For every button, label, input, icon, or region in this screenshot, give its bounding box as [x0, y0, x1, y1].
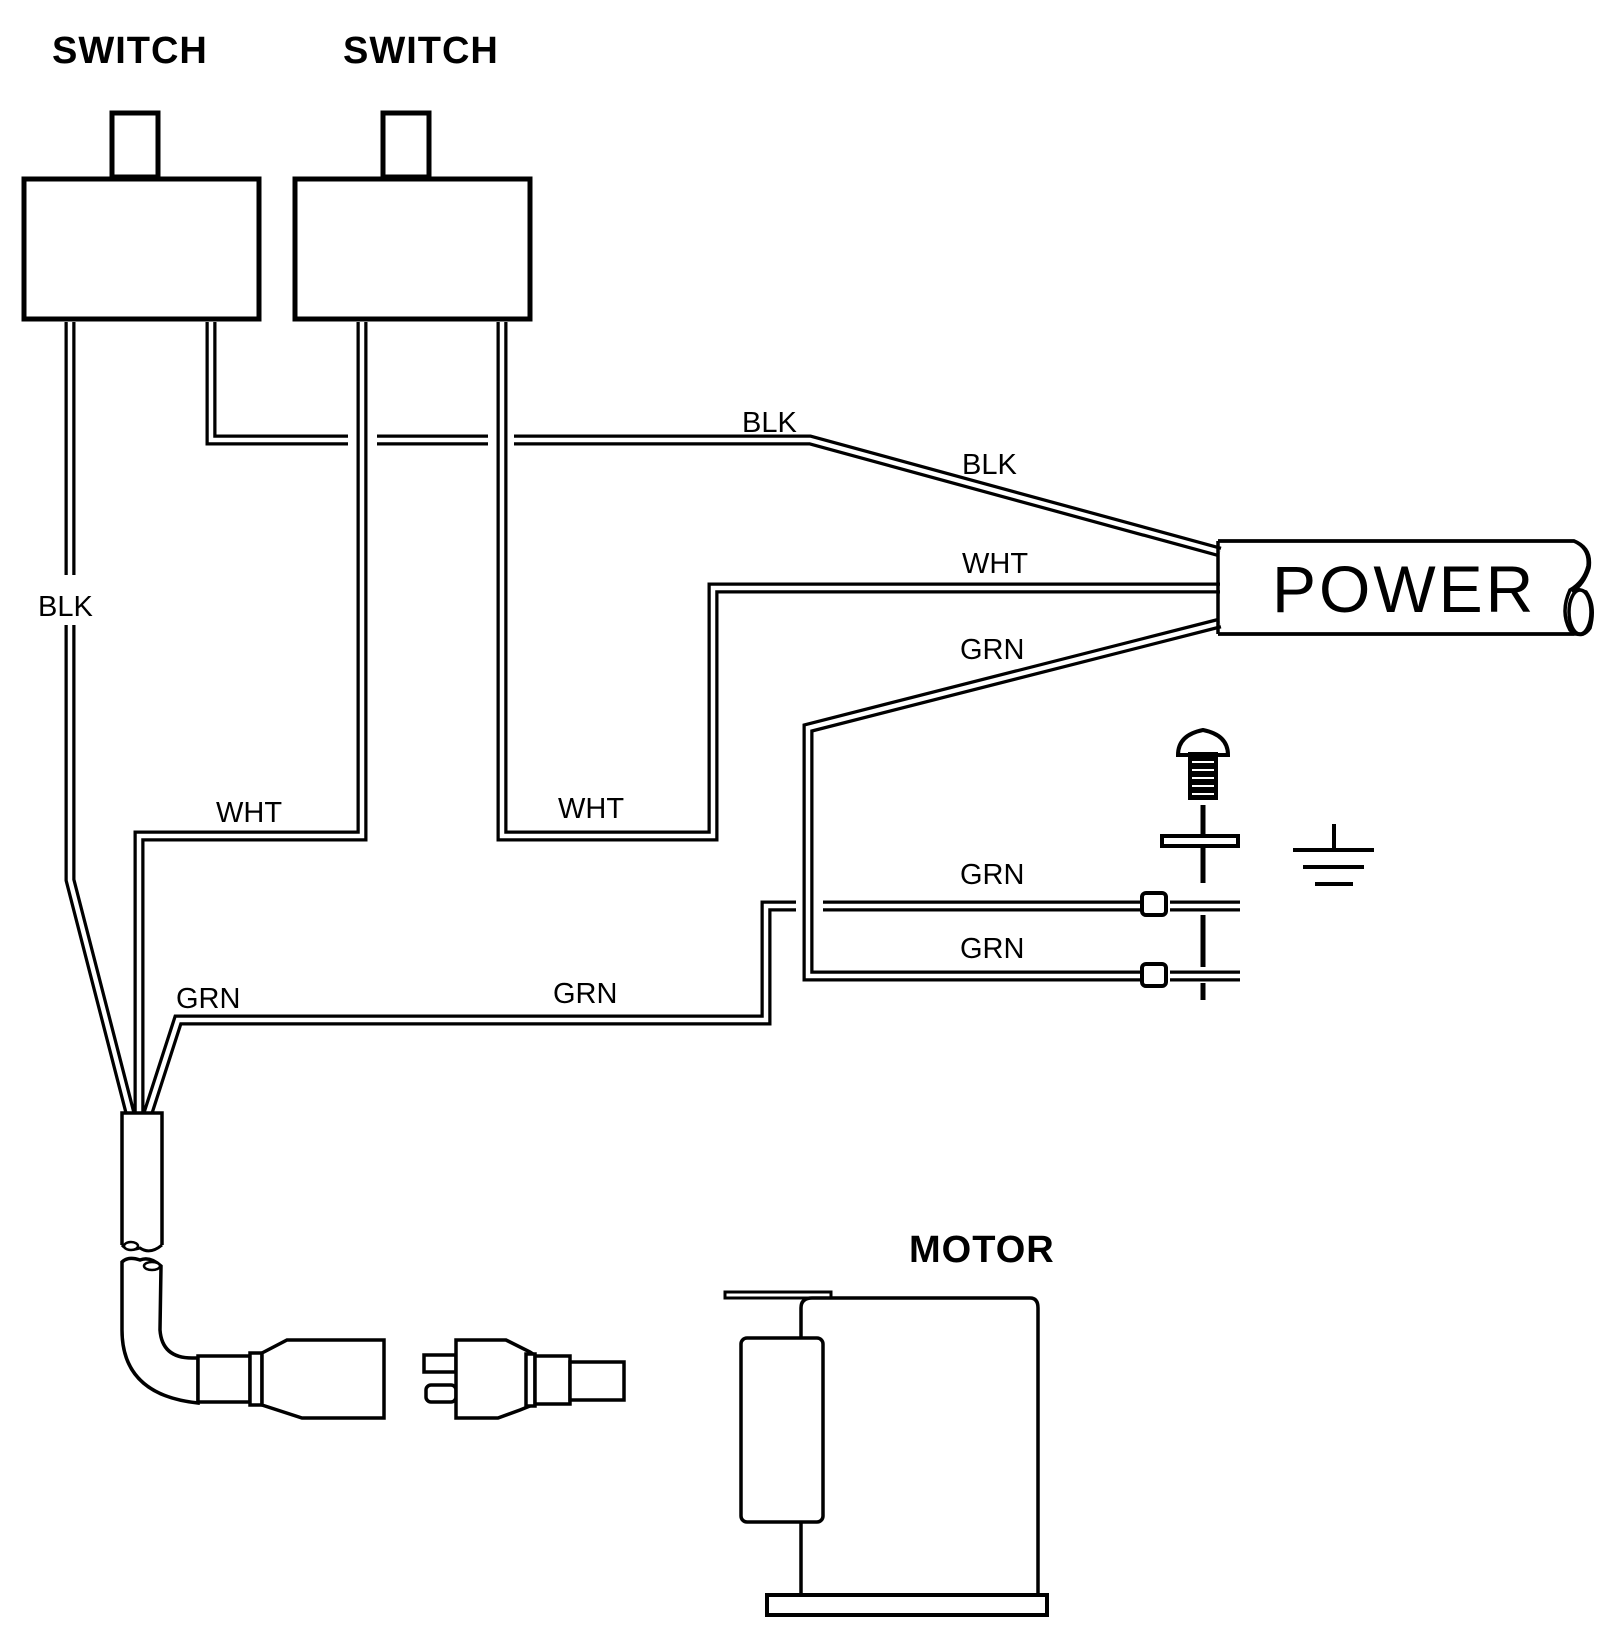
- wire-label-blk-left: BLK: [38, 591, 93, 623]
- switch-left[interactable]: [21, 110, 262, 322]
- motor-housing: [799, 1296, 1040, 1597]
- washer: [1160, 834, 1240, 848]
- wire-label-grn-ground-lower: GRN: [960, 933, 1024, 965]
- wires: [64, 322, 1240, 1115]
- wire-label-grn-ground-upper: GRN: [960, 859, 1024, 891]
- switch-left-body: [21, 176, 262, 322]
- ground-assembly: [1140, 727, 1374, 1000]
- wire-grn-power: [802, 617, 1222, 982]
- switch-right-label: SWITCH: [343, 30, 499, 72]
- ring-terminal-upper: [1140, 891, 1168, 917]
- wire-blk-power: [205, 322, 1222, 558]
- wire-label-blk-diagonal: BLK: [962, 449, 1017, 481]
- plug-prong: [422, 1353, 458, 1374]
- wire-label-grn-bundle-short: GRN: [176, 983, 240, 1015]
- motor-junction-box: [739, 1336, 825, 1524]
- wire-label-blk-top: BLK: [742, 407, 797, 439]
- ring-terminal-lower: [1140, 962, 1168, 988]
- switch-left-actuator[interactable]: [109, 110, 161, 180]
- switch-right-body: [292, 176, 533, 322]
- wire-label-wht-left: WHT: [216, 797, 282, 829]
- wire-wht-switch2-left: [133, 322, 368, 1113]
- wire-grn-bundle: [142, 900, 796, 1115]
- wire-wht-switch2-right: [496, 322, 1220, 842]
- motor-cord-receptacle: [120, 1111, 386, 1420]
- receptacle: [260, 1338, 386, 1420]
- wire-label-wht-power: WHT: [962, 548, 1028, 580]
- ground-icon: [1293, 824, 1374, 886]
- switch-right[interactable]: [292, 110, 533, 322]
- wire-label-grn-power: GRN: [960, 634, 1024, 666]
- motor-base: [765, 1593, 1049, 1617]
- wire-label-wht-right: WHT: [558, 793, 624, 825]
- power-label: POWER: [1272, 552, 1536, 626]
- switch-left-label: SWITCH: [52, 30, 208, 72]
- screw-icon: [1175, 727, 1231, 800]
- plug-prong: [424, 1383, 458, 1404]
- wire-grn-ground-upper: [823, 900, 1240, 982]
- switch-right-actuator[interactable]: [380, 110, 432, 180]
- motor: [723, 1290, 1049, 1617]
- wire-label-grn-bundle-long: GRN: [553, 978, 617, 1010]
- motor-plug: [422, 1338, 626, 1420]
- power-cord: POWER: [1216, 539, 1594, 637]
- wire-blk-left: [64, 322, 136, 1115]
- label-mask: [34, 578, 108, 620]
- motor-label: MOTOR: [909, 1229, 1055, 1271]
